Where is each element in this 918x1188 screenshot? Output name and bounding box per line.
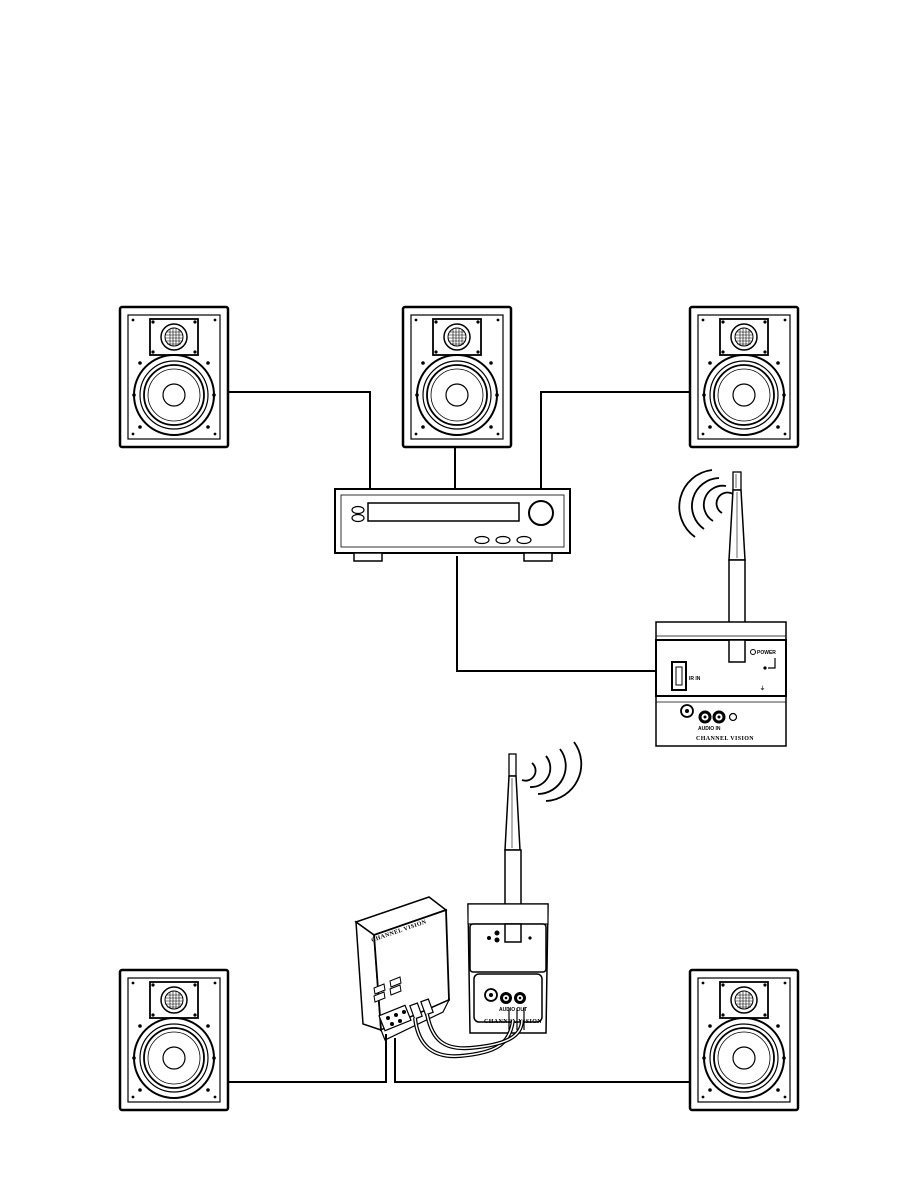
- speaker-top-center: [401, 305, 513, 449]
- receiver-signal-icon: [521, 741, 583, 802]
- rca-patch-cables: [413, 1008, 525, 1059]
- wireless-receiver: AUDIO OUT CHANNEL VISION: [467, 903, 549, 1034]
- speaker-top-left: [118, 305, 230, 449]
- speaker-bottom-left: [118, 968, 230, 1112]
- audio-in-label: AUDIO IN: [698, 726, 721, 732]
- speaker-wires-top: [215, 391, 692, 490]
- channel-button: [728, 712, 738, 722]
- audio-cable-amp-to-transmitter: [456, 556, 672, 672]
- speaker-bottom-right: [688, 968, 800, 1112]
- amplifier: [334, 488, 571, 562]
- wireless-transmitter: IR IN POWER ⏚ AUDIO IN CHANNEL VISION: [655, 621, 787, 747]
- volume-knob: [528, 500, 554, 526]
- amp-button-3: [516, 535, 532, 545]
- ir-in-label: IR IN: [689, 676, 701, 682]
- amp-button-1: [474, 535, 490, 545]
- speaker-top-right: [688, 305, 800, 449]
- speaker-wires-bottom: [215, 1034, 692, 1083]
- amp-button-upper: [351, 505, 365, 515]
- transmitter-brand: CHANNEL VISION: [696, 736, 754, 742]
- audio-out-label: AUDIO OUT: [499, 1007, 527, 1013]
- compact-amplifier: CHANNEL VISION: [354, 896, 451, 1041]
- amp-button-lower: [351, 513, 365, 523]
- svg-text:⏚: ⏚: [760, 685, 765, 692]
- transmitter-signal-icon: [678, 469, 734, 538]
- amp-button-2: [495, 535, 511, 545]
- power-label: POWER: [757, 650, 776, 656]
